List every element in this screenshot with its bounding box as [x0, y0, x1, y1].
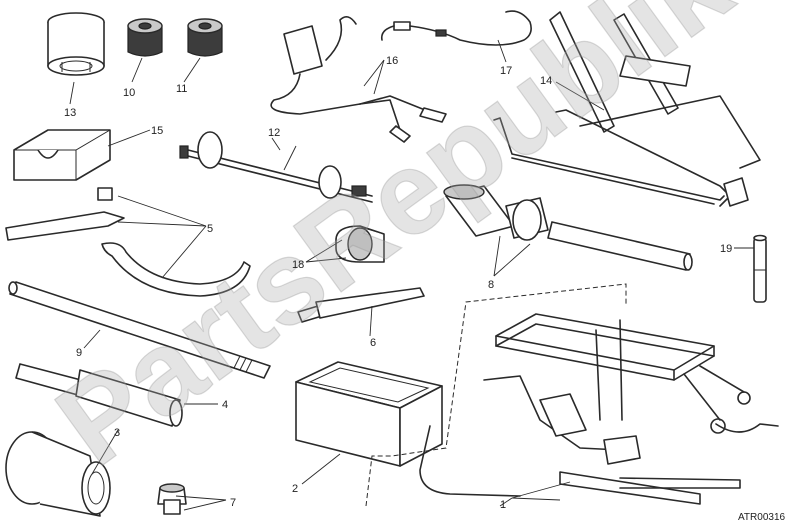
part-6-pin	[297, 287, 425, 323]
callout-14: 14	[540, 75, 552, 87]
group-frame	[365, 283, 627, 507]
callout-3: 3	[114, 427, 120, 439]
part-19-pin	[753, 234, 767, 303]
part-3-puller	[5, 431, 111, 517]
part-15-block	[13, 129, 111, 181]
callout-10: 10	[123, 87, 135, 99]
part-8-sleeves	[443, 184, 693, 271]
part-4-handle	[15, 363, 183, 427]
part-2-tray	[295, 361, 443, 467]
part-13-socket	[47, 12, 105, 76]
part-18-collar	[335, 225, 385, 263]
part-10-bushing	[127, 18, 163, 57]
part-1-lift	[419, 313, 779, 505]
callout-5: 5	[207, 223, 213, 235]
callout-4: 4	[222, 399, 228, 411]
callout-6: 6	[370, 337, 376, 349]
part-12-shaft	[179, 131, 373, 203]
callout-1: 1	[500, 499, 506, 511]
part-14-stand	[493, 11, 761, 207]
callout-12: 12	[268, 127, 280, 139]
callout-labels: 13 10 11 15 12 5 16 17 14 18 6 8 19 9 4 …	[64, 55, 786, 523]
drawing-code: ATR00316	[738, 512, 786, 523]
part-9-tube	[8, 281, 271, 379]
callout-19: 19	[720, 243, 732, 255]
callout-16: 16	[386, 55, 398, 67]
part-16-charger	[270, 16, 447, 143]
callout-2: 2	[292, 483, 298, 495]
callout-13: 13	[64, 107, 76, 119]
callout-18: 18	[292, 259, 304, 271]
leader-lines	[69, 39, 754, 511]
callout-17: 17	[500, 65, 512, 77]
part-5-wrench	[5, 187, 251, 297]
callout-15: 15	[151, 125, 163, 137]
part-11-bushing	[187, 18, 223, 57]
part-7-fittings	[157, 483, 187, 515]
callout-9: 9	[76, 347, 82, 359]
callout-8: 8	[488, 279, 494, 291]
callout-11: 11	[176, 83, 187, 95]
part-17-lead	[380, 10, 532, 46]
callout-7: 7	[230, 497, 236, 509]
